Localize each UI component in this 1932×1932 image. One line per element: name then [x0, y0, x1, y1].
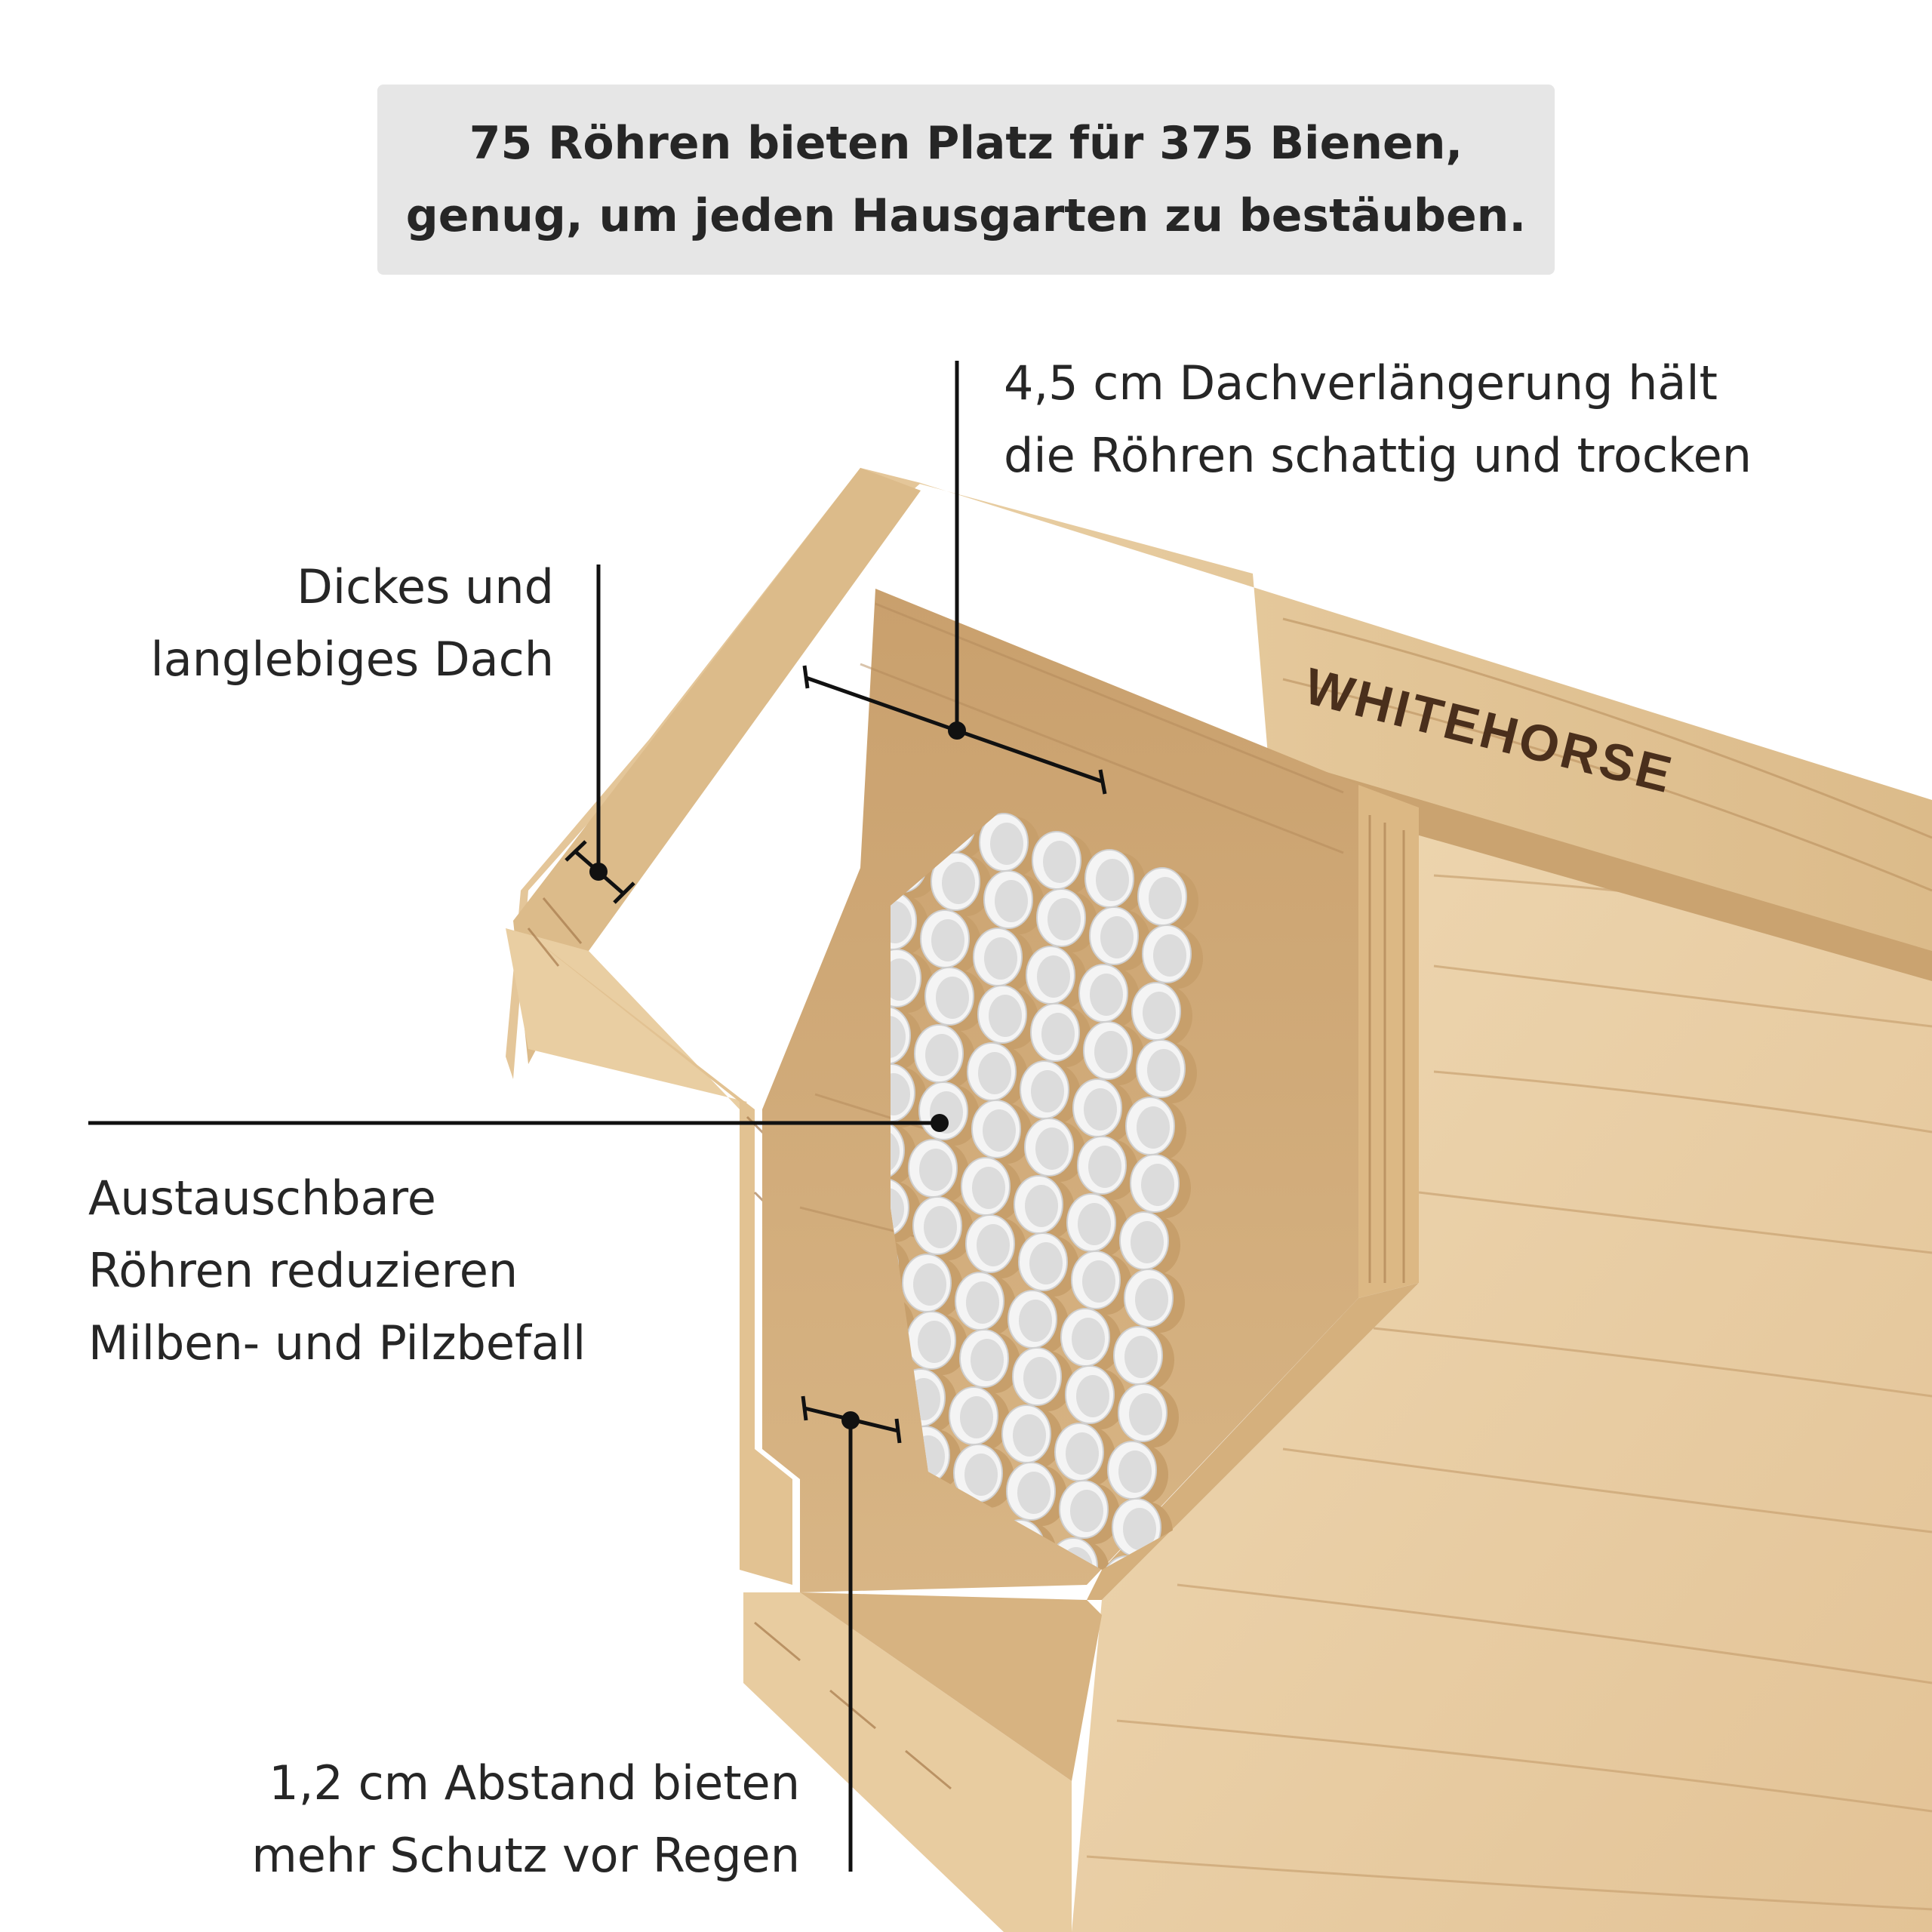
tube	[1125, 1097, 1186, 1161]
label-spacing: 1,2 cm Abstand bieten mehr Schutz vor Re…	[251, 1755, 800, 1883]
tube	[1119, 1211, 1180, 1275]
tube	[1083, 1021, 1144, 1085]
headline-line-1: 75 Röhren bieten Platz für 375 Bienen,	[469, 117, 1463, 170]
tube	[914, 1024, 975, 1088]
tube	[773, 798, 833, 862]
tube	[891, 1121, 916, 1185]
tube	[1130, 1154, 1191, 1218]
tube	[977, 985, 1038, 1049]
tube	[1078, 964, 1140, 1028]
tube	[1006, 1462, 1067, 1526]
tube	[1060, 1308, 1121, 1372]
tube	[1071, 1251, 1132, 1315]
tube	[1137, 867, 1198, 931]
tube	[891, 1178, 921, 1242]
tube	[1014, 1175, 1075, 1239]
tube	[965, 1214, 1026, 1278]
tube	[906, 1311, 968, 1375]
annotation-dots	[589, 721, 966, 1429]
tube	[1012, 1347, 1073, 1411]
tube	[1024, 1118, 1085, 1182]
tube	[912, 1196, 974, 1260]
tube	[891, 1006, 922, 1070]
tube	[1008, 1290, 1069, 1354]
label-tubes: Austauschbare Röhren reduzieren Milben- …	[88, 1171, 586, 1371]
tube	[931, 852, 992, 916]
tube-array	[762, 741, 1203, 1570]
tube	[959, 1329, 1020, 1393]
tube	[920, 909, 981, 974]
tube	[1118, 1383, 1179, 1447]
tube	[1077, 1136, 1138, 1200]
tube	[1020, 1060, 1081, 1124]
tube	[891, 949, 933, 1013]
tube	[891, 1063, 927, 1128]
tube	[1107, 1441, 1168, 1505]
tube	[768, 741, 829, 804]
tube	[908, 1139, 969, 1203]
tube	[1072, 1078, 1134, 1143]
tube	[1089, 906, 1150, 971]
tube	[1084, 849, 1146, 913]
tube	[902, 1254, 963, 1318]
tube	[1059, 1480, 1120, 1544]
headline-line-2: genug, um jeden Hausgarten zu bestäuben.	[405, 189, 1527, 242]
tube	[1054, 1423, 1115, 1487]
tube	[983, 870, 1044, 934]
tube	[1065, 1365, 1126, 1429]
headline-banner: 75 Röhren bieten Platz für 375 Bienen, g…	[377, 85, 1555, 275]
tube	[953, 1444, 1014, 1508]
tube	[973, 928, 1034, 992]
tube	[949, 1386, 1010, 1451]
tube	[1113, 1326, 1174, 1390]
house-side-wall	[1072, 755, 1932, 1932]
tube	[967, 1042, 1028, 1106]
tube	[1142, 924, 1203, 989]
tube	[924, 967, 986, 1031]
tube	[891, 891, 928, 955]
tube	[955, 1272, 1016, 1336]
tube	[1066, 1193, 1128, 1257]
tube	[1018, 1232, 1079, 1297]
tube	[1124, 1269, 1185, 1333]
roof-top: WHITEHORSE	[860, 468, 1932, 981]
label-roof-extension: 4,5 cm Dachverlängerung hält die Röhren …	[1004, 355, 1752, 483]
tube	[1131, 982, 1192, 1046]
tube	[961, 1157, 1022, 1221]
tube	[1001, 1404, 1063, 1469]
tube	[1030, 1003, 1091, 1067]
tube	[1101, 1555, 1162, 1570]
tube	[762, 856, 823, 919]
tube	[1026, 946, 1087, 1010]
label-roof: Dickes und langlebiges Dach	[150, 559, 554, 687]
tube	[767, 913, 827, 977]
tube	[1036, 888, 1097, 952]
tube	[1136, 1039, 1197, 1103]
tube	[971, 1100, 1032, 1164]
